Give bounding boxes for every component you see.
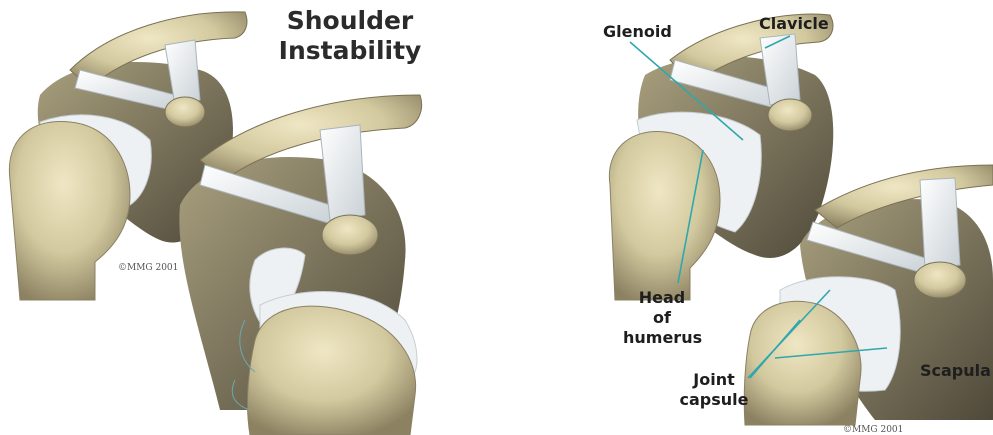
coracoid-lower-right (914, 262, 966, 298)
label-head-of-humerus: Head of humerus (623, 288, 701, 348)
title-line-2: Instability (270, 36, 430, 66)
label-head-line-2: of (623, 308, 701, 328)
ligament-lower-right-2 (920, 178, 960, 268)
humerus-upper-left (9, 122, 130, 300)
shoulder-instability-illustration: Shoulder Instability ©MMG 2001 (0, 0, 470, 435)
copyright-left: ©MMG 2001 (118, 263, 178, 273)
humerus-upper-right (609, 132, 720, 300)
upper-shoulder-right (609, 14, 833, 300)
coracoid-process-lower (322, 215, 378, 255)
labeled-anatomy-illustration: Glenoid Clavicle Head of humerus Joint c… (575, 0, 993, 435)
label-head-line-3: humerus (623, 328, 701, 348)
label-capsule-line-2: capsule (679, 390, 749, 410)
label-glenoid: Glenoid (603, 22, 672, 42)
label-capsule-line-1: Joint (679, 370, 749, 390)
label-clavicle: Clavicle (759, 14, 829, 34)
coracoid-upper-right (768, 99, 812, 131)
label-joint-capsule: Joint capsule (679, 370, 749, 410)
label-head-line-1: Head (623, 288, 701, 308)
copyright-right: ©MMG 2001 (843, 425, 903, 435)
title-line-1: Shoulder (270, 6, 430, 36)
page-title: Shoulder Instability (270, 6, 430, 66)
label-scapula: Scapula (920, 361, 991, 381)
coracoid-process (165, 97, 205, 127)
